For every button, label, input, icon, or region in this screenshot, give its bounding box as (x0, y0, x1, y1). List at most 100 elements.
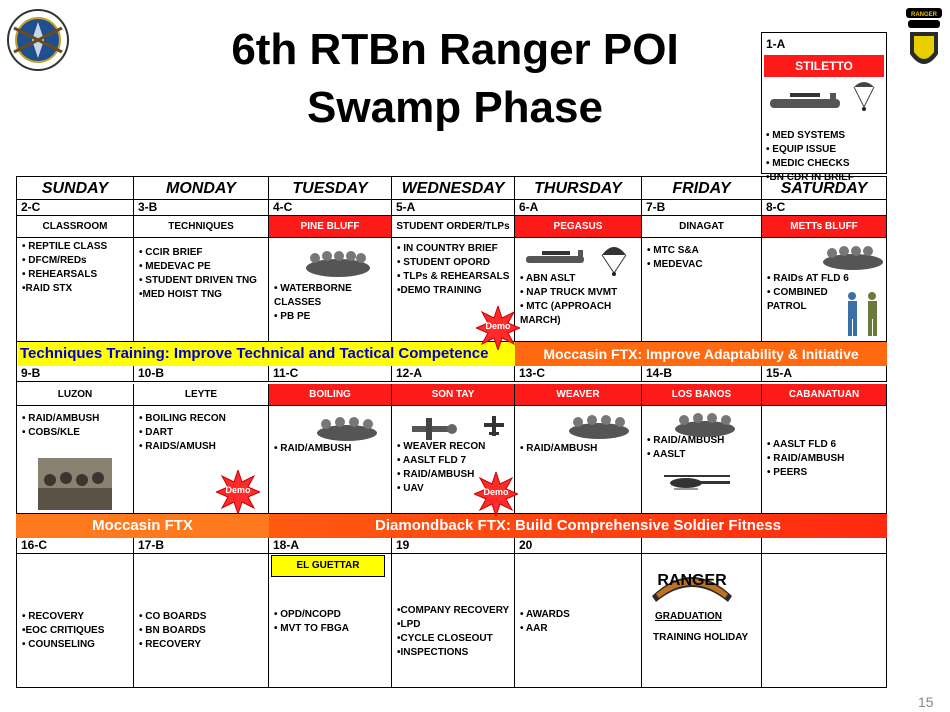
day-body-cell: • MTC S&A • MEDEVAC (642, 238, 762, 342)
day-items: • IN COUNTRY BRIEF• STUDENT OPORD• TLPs … (397, 242, 509, 298)
list-item: • PB PE (274, 311, 311, 322)
day-body-cell: •COMPANY RECOVERY•LPD•CYCLE CLOSEOUT•INS… (392, 554, 515, 688)
training-holiday-label: TRAINING HOLIDAY (653, 632, 749, 643)
activity-label-cell: PINE BLUFF (269, 216, 392, 238)
soldiers-image (842, 290, 884, 338)
day-body-cell: • ABN ASLT• NAP TRUCK MVMT• MTC (APPROAC… (515, 238, 642, 342)
demo-burst: Demo (214, 468, 262, 516)
list-item: • RAID/AMBUSH (274, 443, 352, 454)
list-item: •INSPECTIONS (397, 647, 469, 658)
day-code: 14-B (646, 366, 673, 380)
day-body-cell: • AASLT FLD 6• RAID/AMBUSH• PEERS (762, 406, 887, 514)
demo-label: Demo (225, 485, 251, 495)
day-code-cell: 7-B (642, 200, 762, 216)
infantry-school-logo (6, 8, 70, 72)
list-item: • COBS/KLE (22, 427, 80, 438)
list-item: • ABN ASLT (520, 273, 576, 284)
day-items: • WEAVER RECON• AASLT FLD 7• RAID/AMBUSH… (397, 440, 485, 496)
day-code-cell: 3-B (134, 200, 269, 216)
list-item: • PEERS (767, 467, 808, 478)
day-body-cell: • RAID/AMBUSH• AASLT (642, 406, 762, 514)
activity-label-cell: PEGASUS (515, 216, 642, 238)
day-code: 4-C (273, 200, 293, 214)
page-number: 15 (918, 694, 934, 710)
day-code-cell (642, 538, 762, 554)
band-moccasin-ftx: Moccasin FTX (16, 514, 269, 538)
boat-image (305, 246, 371, 278)
day-code-cell: 19 (392, 538, 515, 554)
activity-label: DINAGAT (679, 221, 724, 232)
day-code: 9-B (21, 366, 41, 380)
day-items: • RAID/AMBUSH• AASLT (647, 434, 724, 462)
ranger-tab-image: RANGER (650, 566, 734, 604)
day-body-cell: • OPD/NCOPD• MVT TO FBGA (269, 554, 392, 688)
list-item: • MVT TO FBGA (274, 623, 349, 634)
day-name: THURSDAY (534, 180, 622, 197)
el-guettar-label: EL GUETTAR (271, 555, 385, 577)
list-item: CLASSES (274, 297, 322, 308)
list-item: • MEDEVAC PE (139, 261, 211, 272)
day-body-cell: • WEAVER RECON• AASLT FLD 7• RAID/AMBUSH… (392, 406, 515, 514)
list-item: • DART (139, 427, 174, 438)
list-item: • MEDEVAC (647, 259, 703, 270)
activity-label-cell: CABANATUAN (762, 384, 887, 406)
day-items: • RAID/AMBUSH (520, 442, 597, 456)
ranger-tab-label: RANGER (657, 572, 727, 589)
day-code: 17-B (138, 538, 165, 552)
day-code-cell (762, 538, 887, 554)
list-item: • REHEARSALS (22, 269, 98, 280)
day-body-cell (642, 554, 762, 688)
activity-label: LUZON (57, 389, 93, 400)
day-body-cell: • RAID/AMBUSH (269, 406, 392, 514)
airplane-icon (482, 414, 506, 438)
day-code-cell: 18-A (269, 538, 392, 554)
list-item: •RAID STX (22, 283, 73, 294)
day-code-cell: 20 (515, 538, 642, 554)
activity-label: LOS BANOS (642, 384, 761, 405)
parachute-icon (600, 243, 628, 277)
day-code-cell: 15-A (762, 366, 887, 382)
day-code-cell: 11-C (269, 366, 392, 382)
day-items: •COMPANY RECOVERY•LPD•CYCLE CLOSEOUT•INS… (397, 604, 509, 660)
list-item: • AASLT (647, 449, 686, 460)
list-item: • RAID/AMBUSH (767, 453, 845, 464)
list-item: • IN COUNTRY BRIEF (397, 243, 498, 254)
day-code-cell: 6-A (515, 200, 642, 216)
band-techniques-training: Techniques Training: Improve Technical a… (18, 342, 517, 366)
calendar (16, 176, 887, 688)
list-item: • CCIR BRIEF (139, 247, 203, 258)
day-code-cell: 13-C (515, 366, 642, 382)
page-title: 6th RTBn Ranger POI (231, 25, 679, 74)
activity-label-cell: STUDENT ORDER/TLPs (392, 216, 515, 238)
activity-label: LEYTE (184, 389, 218, 400)
activity-label: CABANATUAN (762, 384, 886, 405)
day-code: 13-C (519, 366, 546, 380)
list-item: •DEMO TRAINING (397, 285, 482, 296)
day-code: 20 (519, 538, 533, 552)
day-1-box: 1-A STILETTO • MED SYSTEMS • EQUIP ISSUE… (761, 32, 887, 183)
list-item: • CO BOARDS (139, 611, 207, 622)
list-item: • MTC S&A (647, 245, 699, 256)
day-items: • BOILING RECON• DART• RAIDS/AMUSH (139, 412, 226, 454)
day-items: • OPD/NCOPD• MVT TO FBGA (274, 608, 349, 636)
day-items: • MTC S&A • MEDEVAC (647, 244, 703, 272)
uav-image (408, 412, 460, 444)
list-item: • MEDIC CHECKS (766, 158, 850, 169)
activity-label-cell: LEYTE (134, 384, 269, 406)
list-item: • RAID/AMBUSH (520, 443, 598, 454)
activity-label: CLASSROOM (42, 221, 108, 232)
day-items: • RAID/AMBUSH (274, 442, 351, 456)
day-code: 5-A (396, 200, 416, 214)
list-item: • COMBINED (767, 287, 828, 298)
demo-label: Demo (485, 321, 511, 331)
list-item: • RECOVERY (22, 611, 85, 622)
demo-label: Demo (483, 487, 509, 497)
activity-label-cell: TECHNIQUES (134, 216, 269, 238)
activity-label: SON TAY (392, 384, 514, 405)
day-code: 7-B (646, 200, 666, 214)
list-item: • TLPs & REHEARSALS (397, 271, 510, 282)
ranger-airborne-patch: RANGER (906, 8, 942, 74)
day-name: MONDAY (166, 180, 236, 197)
